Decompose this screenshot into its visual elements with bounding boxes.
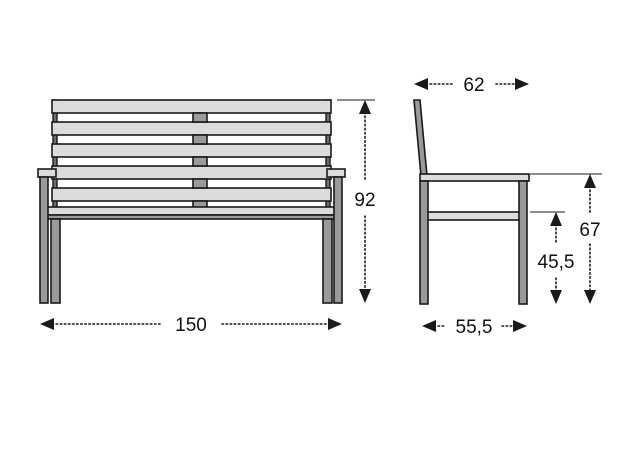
dimension-width-150: 150 <box>40 315 342 336</box>
backrest-slat-2 <box>51 121 332 136</box>
side-seat <box>425 211 522 221</box>
center-support-1 <box>192 112 208 123</box>
dimension-seat-height-45-5: 45,5 <box>530 211 575 304</box>
bench-side-view <box>413 99 530 305</box>
dimension-depth-55-5: 55,5 <box>422 317 527 338</box>
backrest-slat-1 <box>51 99 332 114</box>
center-support-4 <box>192 178 208 189</box>
side-leg-front <box>518 180 528 305</box>
dimension-depth-62: 62 <box>414 75 529 96</box>
armrest-right <box>326 168 346 178</box>
leg-inner-right <box>322 218 333 304</box>
center-support-2 <box>192 134 208 145</box>
armrest-height-label: 67 <box>579 220 600 241</box>
side-backrest <box>413 99 428 177</box>
seat-rail <box>46 206 337 216</box>
armrest-left <box>37 168 57 178</box>
backrest-slat-3 <box>51 143 332 158</box>
leg-front-right <box>333 176 343 304</box>
dimension-height-92: 92 <box>337 99 376 303</box>
width-label: 150 <box>175 315 207 336</box>
backrest-slat-4 <box>51 165 332 180</box>
seat-frame <box>46 214 337 220</box>
depth-bottom-label: 55,5 <box>456 317 493 338</box>
depth-top-label: 62 <box>463 75 484 96</box>
bench-front-view <box>37 99 346 304</box>
leg-inner-left <box>50 218 61 304</box>
dimension-armrest-height-67: 67 <box>530 173 602 304</box>
height-label: 92 <box>354 190 375 211</box>
side-leg-back <box>419 180 429 305</box>
leg-front-left <box>39 176 49 304</box>
side-armrest <box>419 173 530 182</box>
backrest-slat-5 <box>51 187 332 202</box>
seat-height-label: 45,5 <box>538 252 575 273</box>
center-support-3 <box>192 156 208 167</box>
